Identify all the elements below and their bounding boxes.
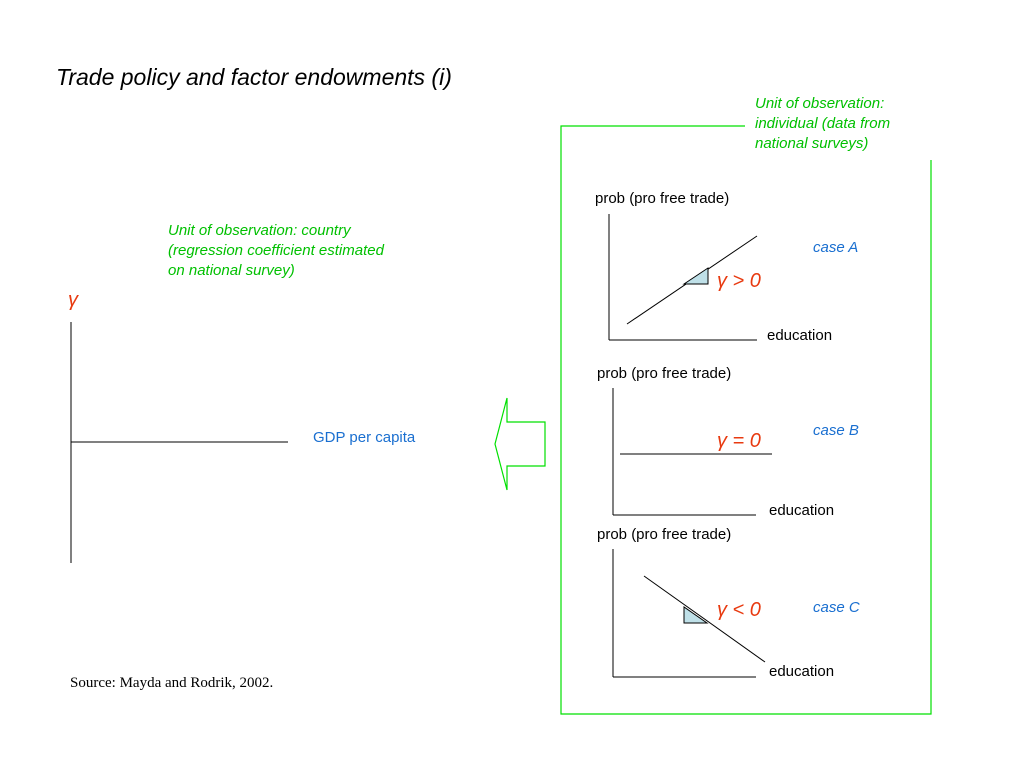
individual-bracket xyxy=(560,125,932,715)
left-arrow xyxy=(494,397,546,491)
panel-b-gamma-label: γ = 0 xyxy=(717,430,761,452)
panel-c-axes xyxy=(612,549,756,678)
panel-b-case-label: case B xyxy=(813,422,859,439)
panel-b-x-label: education xyxy=(769,502,835,519)
panel-a-y-label: prob (pro free trade) xyxy=(595,190,730,207)
panel-a-axes xyxy=(608,214,757,341)
main-y-axis-label: γ xyxy=(68,289,78,311)
panel-a-case-label: case A xyxy=(813,239,859,256)
panel-a-x-label: education xyxy=(767,327,833,344)
main-x-axis-label: GDP per capita xyxy=(313,429,416,446)
note-individual-observation: Unit of observation: individual (data fr… xyxy=(755,95,891,152)
note-country-observation: Unit of observation: country (regression… xyxy=(168,222,384,279)
source-citation: Source: Mayda and Rodrik, 2002. xyxy=(70,675,274,691)
slide-title: Trade policy and factor endowments (i) xyxy=(56,64,452,90)
panel-c-x-label: education xyxy=(769,663,835,680)
panel-c-y-label: prob (pro free trade) xyxy=(597,526,732,543)
panel-c-case-label: case C xyxy=(813,599,860,616)
panel-b-axes xyxy=(612,388,756,516)
panel-c-gamma-label: γ < 0 xyxy=(717,599,761,621)
panel-b-y-label: prob (pro free trade) xyxy=(597,365,732,382)
panel-a-gamma-label: γ > 0 xyxy=(717,270,761,292)
panel-c-negative-slope-line xyxy=(643,575,766,663)
panel-a-slope-triangle xyxy=(682,267,709,285)
panel-c-slope-triangle xyxy=(683,606,709,624)
